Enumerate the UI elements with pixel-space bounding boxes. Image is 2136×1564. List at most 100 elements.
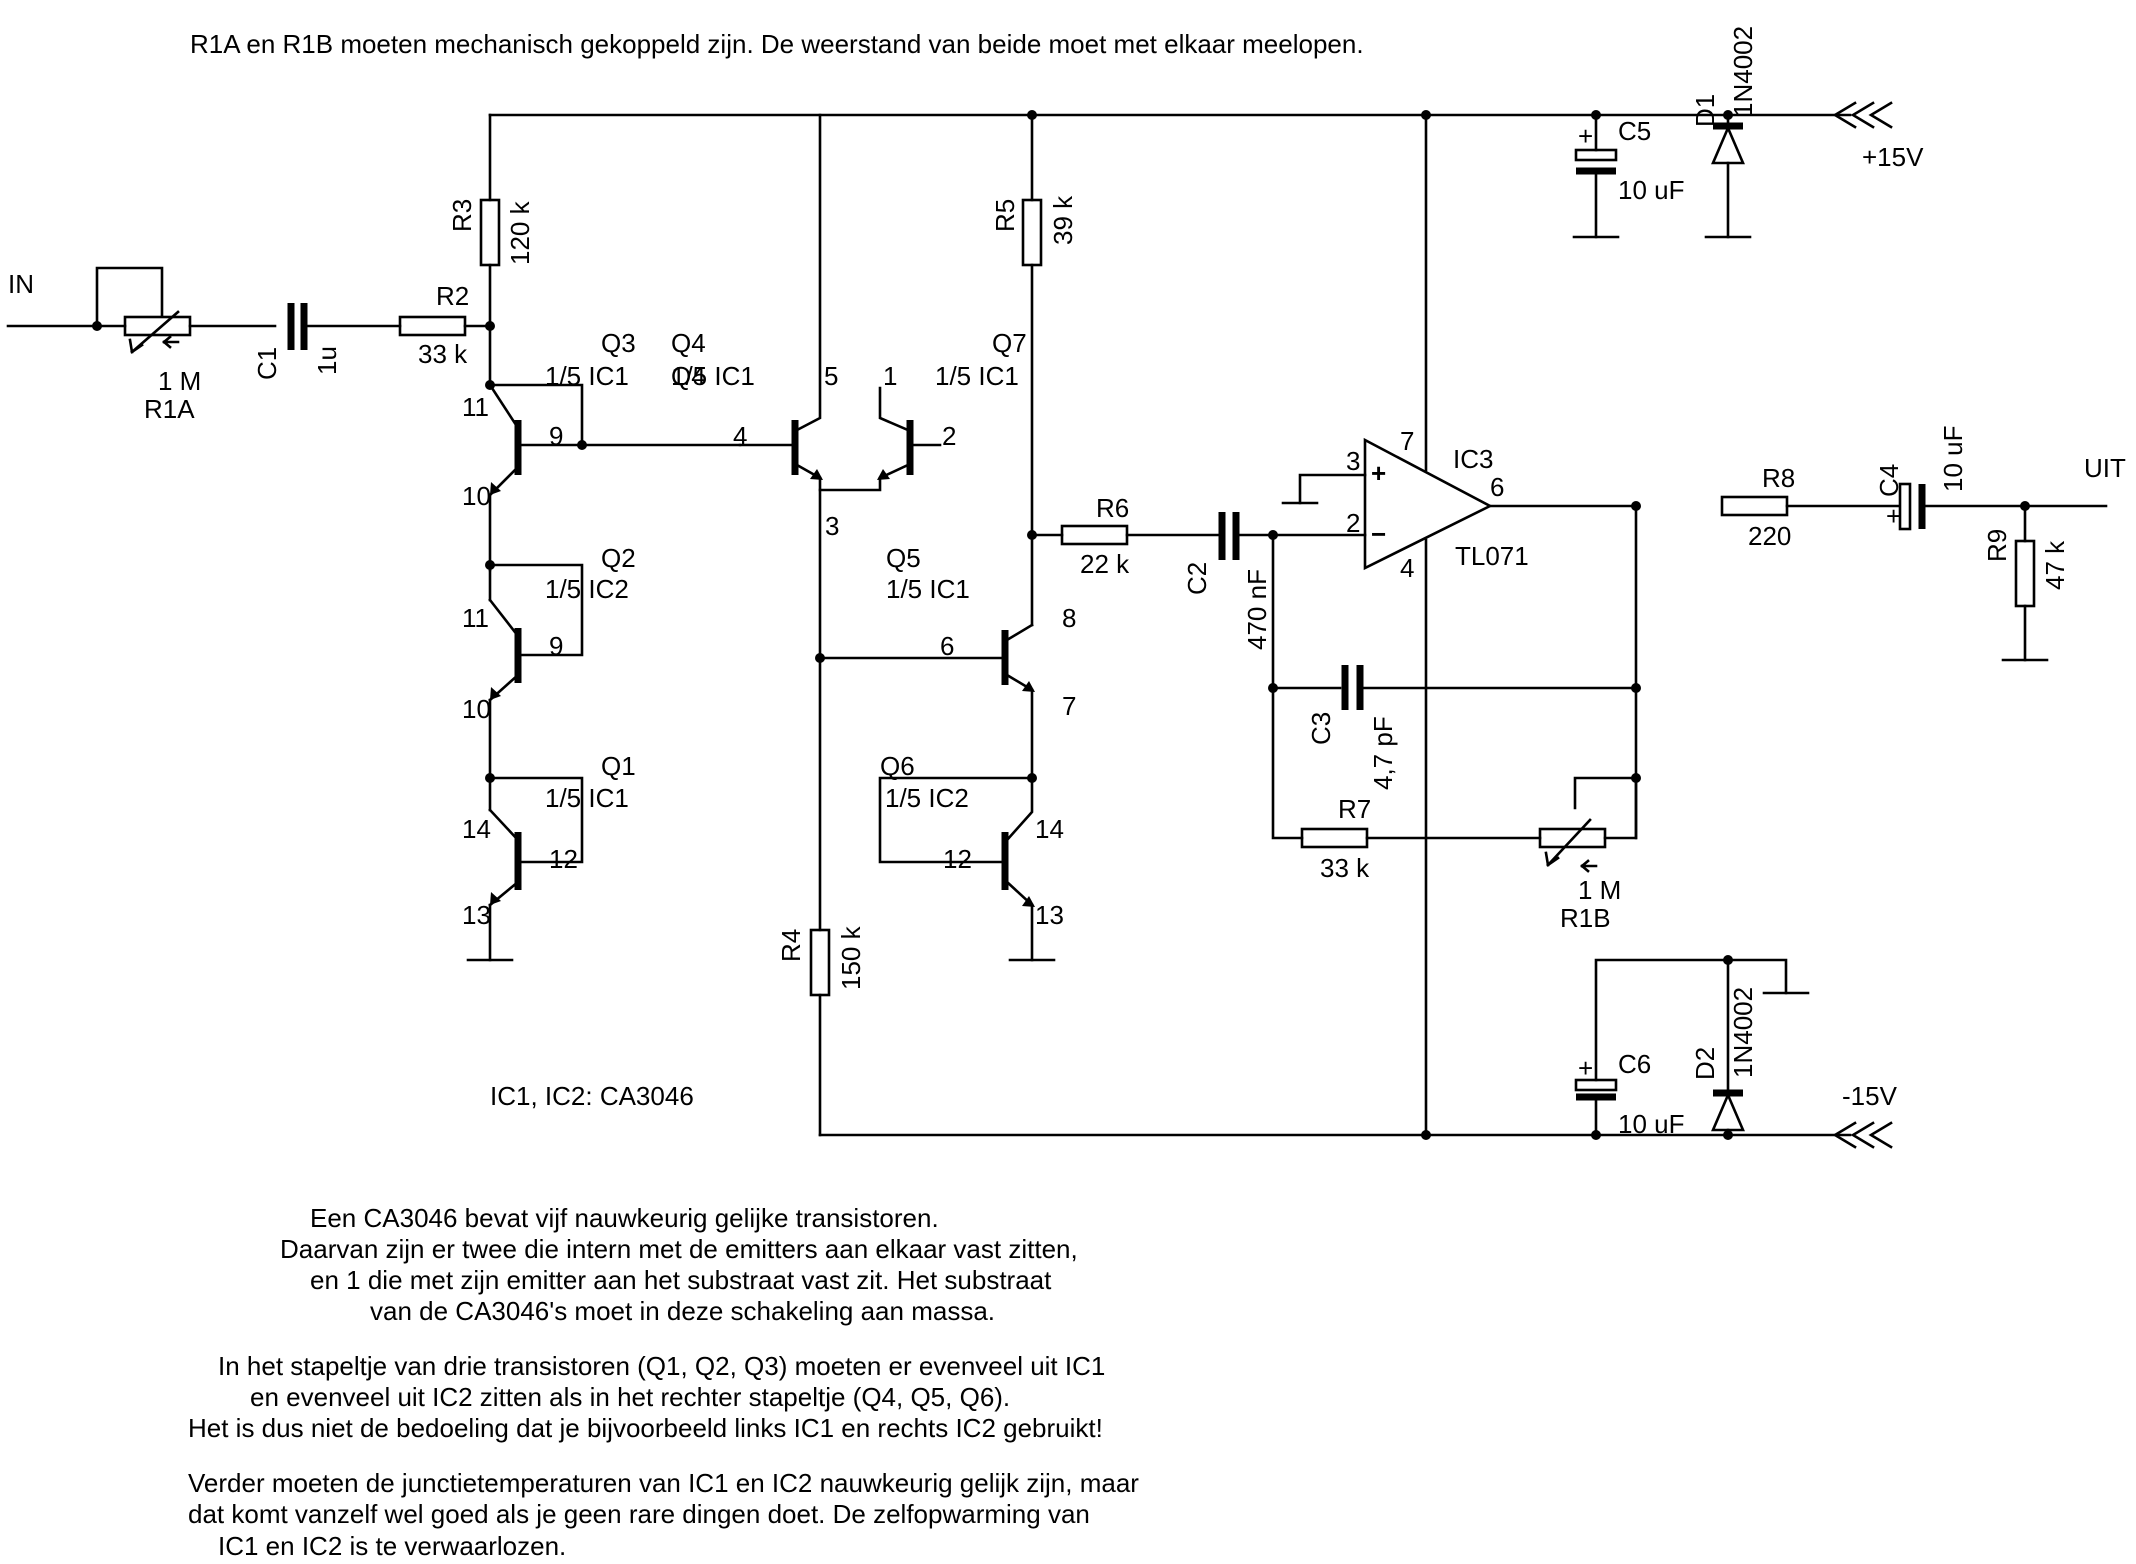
r3-ref: R3	[447, 199, 477, 232]
note-line-8: Verder moeten de junctietemperaturen van…	[188, 1468, 1139, 1498]
ic-note: IC1, IC2: CA3046	[490, 1081, 694, 1111]
q6-pin-e: 13	[1035, 900, 1064, 930]
ic3-value: TL071	[1455, 541, 1529, 571]
r8-value: 220	[1748, 521, 1791, 551]
q7-part: 1/5 IC1	[935, 361, 1019, 391]
out-label: UIT	[2084, 453, 2126, 483]
q5-pin-b: 6	[940, 631, 954, 661]
q4-transistor	[738, 113, 823, 480]
q6-pin-c: 14	[1035, 814, 1064, 844]
c4-plus: +	[1886, 501, 1901, 531]
c5-plus: +	[1578, 121, 1593, 151]
note-line-1: Een CA3046 bevat vijf nauwkeurig gelijke…	[310, 1203, 939, 1233]
q1-pin-e: 13	[462, 900, 491, 930]
r9-ref: R9	[1982, 529, 2012, 562]
vneg-label: -15V	[1842, 1081, 1898, 1111]
r5-resistor	[1021, 113, 1043, 627]
r1b-ref: R1B	[1560, 903, 1611, 933]
r9-resistor	[2001, 504, 2049, 662]
q6-pin-b: 12	[943, 844, 972, 874]
q2-pin-b: 9	[549, 631, 563, 661]
q4-ref: Q4	[671, 361, 706, 391]
d1-diode	[1704, 113, 1752, 239]
q3-transistor	[488, 383, 742, 497]
q1-part: 1/5 IC1	[545, 783, 629, 813]
r2-value: 33 k	[418, 339, 468, 369]
q2-transistor	[488, 563, 584, 702]
r7-resistor	[1300, 827, 1542, 849]
note-line-2: Daarvan zijn er twee die intern met de e…	[280, 1234, 1078, 1264]
c6-ref: C6	[1618, 1049, 1651, 1079]
q3-part: 1/5 IC1	[545, 361, 629, 391]
ic3-pin-minus: 2	[1346, 508, 1360, 538]
positive-rail	[488, 101, 1893, 129]
c4-capacitor	[1898, 482, 2108, 531]
ic3-pin-plus: 3	[1346, 446, 1360, 476]
c1-value: 1u	[312, 346, 342, 375]
q7-ref: Q7	[992, 328, 1027, 358]
q4-pin-e: 3	[825, 511, 839, 541]
r4-resistor	[809, 928, 831, 1137]
r9-value: 47 k	[2040, 540, 2070, 590]
q3-pin-e: 10	[462, 481, 491, 511]
r1b-value: 1 M	[1578, 875, 1621, 905]
q7-transistor	[818, 386, 942, 932]
q3-pin-c: 11	[462, 392, 489, 422]
q6-ref: Q6	[880, 751, 915, 781]
q2-pin-c: 11	[462, 603, 489, 633]
note-line-5: In het stapeltje van drie transistoren (…	[218, 1351, 1105, 1381]
c6-value: 10 uF	[1618, 1109, 1685, 1139]
r4-value: 150 k	[836, 925, 866, 990]
q4-ref-label: Q4	[671, 328, 706, 358]
note-line-9: dat komt vanzelf wel goed als je geen ra…	[188, 1499, 1090, 1529]
r1a-value: 1 M	[158, 366, 201, 396]
d1-value: 1N4002	[1728, 26, 1758, 117]
r2-ref: R2	[436, 281, 469, 311]
vpos-label: +15V	[1862, 142, 1924, 172]
r8-ref: R8	[1762, 463, 1795, 493]
c6-capacitor	[1574, 958, 1730, 1137]
note-line-7: Het is dus niet de bedoeling dat je bijv…	[188, 1413, 1103, 1443]
r1a-ref: R1A	[144, 394, 195, 424]
q7-pin-b: 2	[942, 421, 956, 451]
c2-value: 470 nF	[1242, 569, 1272, 650]
r6-value: 22 k	[1080, 549, 1130, 579]
q5-pin-c: 8	[1062, 603, 1076, 633]
q1-transistor	[466, 776, 584, 962]
d2-ref: D2	[1690, 1047, 1720, 1080]
r3-resistor	[479, 113, 501, 387]
q7-pin-c: 1	[883, 361, 897, 391]
c2-capacitor	[1218, 512, 1367, 560]
r1b-potentiometer	[1538, 776, 1638, 873]
q2-part: 1/5 IC2	[545, 574, 629, 604]
c3-value: 4,7 pF	[1368, 716, 1398, 790]
q4-part: 1/5 IC1	[671, 361, 755, 391]
q6-part: 1/5 IC2	[885, 783, 969, 813]
ic3-ref: IC3	[1453, 444, 1493, 474]
q1-pin-c: 14	[462, 814, 491, 844]
r4-ref: R4	[776, 929, 806, 962]
r2-resistor	[398, 315, 492, 337]
c1-ref: C1	[252, 347, 282, 380]
q5-part: 1/5 IC1	[886, 574, 970, 604]
c5-capacitor	[1572, 113, 1620, 239]
ic3-minus: −	[1371, 519, 1386, 549]
q6-transistor	[878, 776, 1056, 962]
c5-value: 10 uF	[1618, 175, 1685, 205]
q2-pin-e: 10	[462, 694, 491, 724]
r7-value: 33 k	[1320, 853, 1370, 883]
r6-ref: R6	[1096, 493, 1129, 523]
notes-block: Een CA3046 bevat vijf nauwkeurig gelijke…	[188, 1203, 1139, 1561]
q5-ref: Q5	[886, 543, 921, 573]
ic3-pin-vn: 4	[1400, 553, 1414, 583]
q5-pin-e: 7	[1062, 691, 1076, 721]
r7-ref: R7	[1338, 794, 1371, 824]
d1-ref: D1	[1690, 94, 1720, 127]
note-line-3: en 1 die met zijn emitter aan het substr…	[310, 1265, 1052, 1295]
in-label: IN	[8, 269, 34, 299]
c6-plus: +	[1578, 1053, 1593, 1083]
c1-capacitor	[287, 303, 402, 350]
note-line-10: IC1 en IC2 is te verwaarlozen.	[218, 1531, 566, 1561]
c3-ref: C3	[1306, 712, 1336, 745]
